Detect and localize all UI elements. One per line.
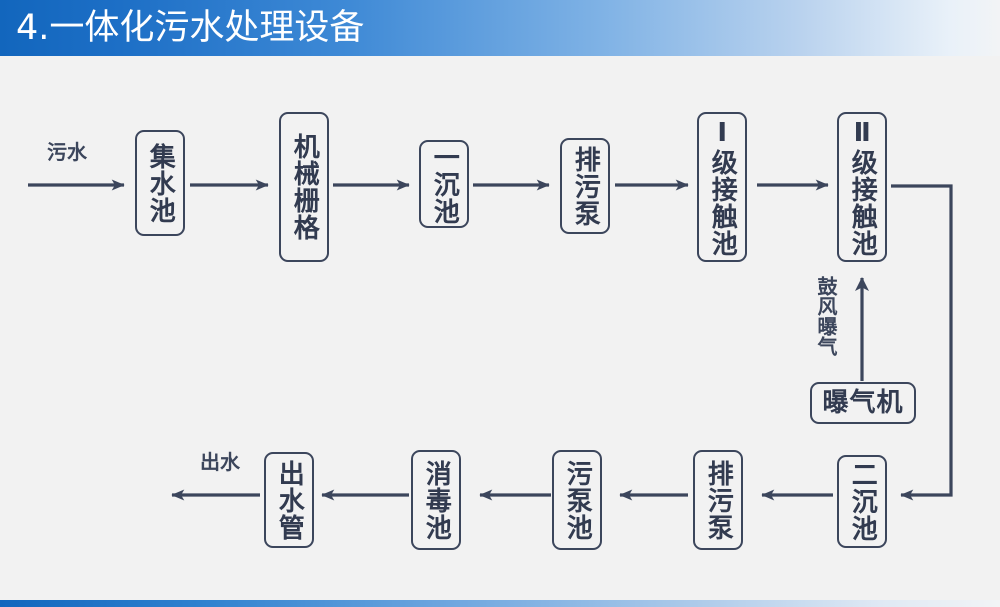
flowchart-connectors: [28, 179, 953, 501]
node-label: 曝气机: [822, 387, 904, 418]
node-label: Ⅱ级接触池: [847, 117, 878, 257]
node-label: Ⅰ级接触池: [707, 117, 738, 257]
node-label: 机械栅格: [289, 133, 320, 241]
node-mechanical-grating[interactable]: 机械栅格: [279, 112, 329, 262]
node-sludge-pump-tank[interactable]: 污泵池: [552, 450, 602, 550]
node-contact-tank-2[interactable]: Ⅱ级接触池: [837, 112, 887, 262]
edge-n6-to-n8: [891, 184, 953, 501]
node-outlet-pipe[interactable]: 出水管: [264, 452, 314, 548]
node-label: 二沉池: [847, 461, 878, 542]
node-secondary-sedimentation-tank[interactable]: 二沉池: [837, 455, 887, 548]
node-primary-sedimentation-tank[interactable]: 一沉池: [419, 140, 469, 228]
node-label: 一沉池: [429, 143, 460, 225]
node-label: 排污泵: [570, 145, 601, 227]
node-label: 消毒池: [421, 459, 452, 541]
node-aerator[interactable]: 曝气机: [810, 382, 916, 424]
node-disinfection-tank[interactable]: 消毒池: [411, 450, 461, 550]
flowchart-canvas: 污水 出水 鼓风曝气 集水池 机械栅格 一沉池 排污泵 Ⅰ级接触池 Ⅱ级接触池 …: [0, 56, 1000, 600]
node-label: 排污泵: [703, 459, 734, 541]
node-sewage-pump-top[interactable]: 排污泵: [560, 138, 610, 234]
label-aeration: 鼓风曝气: [814, 276, 838, 356]
title-bar: 4.一体化污水处理设备: [0, 0, 1000, 56]
node-sewage-pump-bottom[interactable]: 排污泵: [693, 450, 743, 550]
node-label: 集水池: [145, 142, 176, 224]
page-title: 4.一体化污水处理设备: [16, 8, 365, 48]
label-outlet: 出水: [200, 450, 240, 474]
bottom-accent-bar: [0, 600, 1000, 607]
node-collection-tank[interactable]: 集水池: [135, 130, 185, 236]
node-contact-tank-1[interactable]: Ⅰ级接触池: [697, 112, 747, 262]
node-label: 污泵池: [562, 459, 593, 541]
node-label: 出水管: [274, 459, 305, 541]
label-inlet: 污水: [47, 140, 87, 164]
